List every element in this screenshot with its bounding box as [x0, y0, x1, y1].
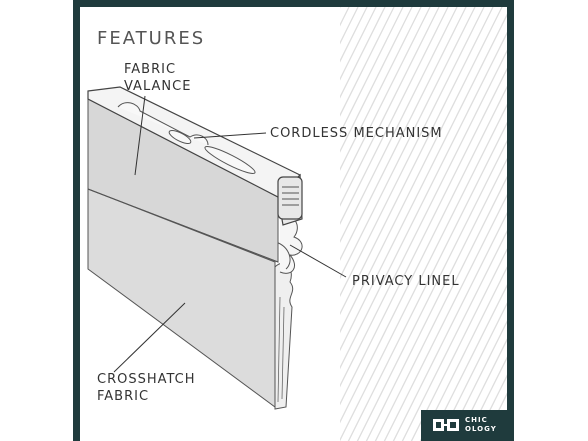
stripe-line	[340, 31, 507, 370]
stripe-line	[340, 49, 507, 388]
stripe-line	[428, 284, 507, 441]
stripe-line	[401, 230, 507, 441]
privacy-liner-label: PRIVACY LINEL	[352, 274, 460, 289]
privacy-liner	[274, 262, 294, 410]
crosshatch-fabric-label: CROSSHATCH FABRIC	[97, 372, 196, 404]
stripe-line	[340, 7, 485, 298]
stripe-line	[340, 7, 404, 135]
chicology-logo: CHIC OLOGY	[421, 410, 507, 441]
stripe-line	[340, 7, 467, 262]
stripe-line	[340, 7, 422, 171]
fabric-valance-label: FABRIC VALANCE	[124, 62, 192, 94]
logo-mark-icon	[433, 419, 459, 431]
stripe-line	[392, 212, 507, 441]
stripe-line	[340, 7, 386, 99]
stripe-line	[347, 121, 507, 441]
blind-illustration	[87, 7, 507, 441]
logo-wordmark: CHIC OLOGY	[465, 416, 497, 433]
stripe-line	[340, 7, 449, 225]
page-title: FEATURES	[97, 28, 206, 49]
stripe-line	[455, 338, 507, 441]
stripe-line	[446, 320, 507, 441]
stripe-line	[340, 13, 507, 352]
stripe-line	[437, 302, 507, 441]
stripe-line	[340, 85, 507, 424]
stripe-line	[374, 175, 507, 441]
stripe-line	[340, 7, 494, 316]
stripe-line	[419, 266, 507, 441]
pointer-lines	[113, 95, 347, 373]
cordless-mechanism	[117, 102, 256, 174]
stripe-line	[340, 7, 503, 334]
feature-card: FEATURES FABRIC VALANCE CORDLESS MECHANI…	[73, 0, 514, 441]
stripe-line	[410, 248, 507, 441]
diagonal-stripes-pattern	[340, 7, 507, 441]
stripe-line	[340, 67, 507, 406]
stripe-line	[340, 103, 507, 441]
stripe-line	[365, 157, 507, 441]
stripe-line	[383, 193, 507, 441]
cordless-mechanism-label: CORDLESS MECHANISM	[270, 126, 443, 141]
stripe-line	[340, 7, 476, 280]
stripe-line	[340, 7, 413, 153]
stripe-line	[356, 139, 507, 441]
stripe-line	[340, 7, 431, 189]
headrail-end-cap	[277, 176, 303, 220]
stripe-line	[340, 7, 440, 207]
stripe-line	[464, 356, 507, 441]
stripe-line	[340, 7, 395, 117]
stripe-line	[340, 7, 458, 243]
